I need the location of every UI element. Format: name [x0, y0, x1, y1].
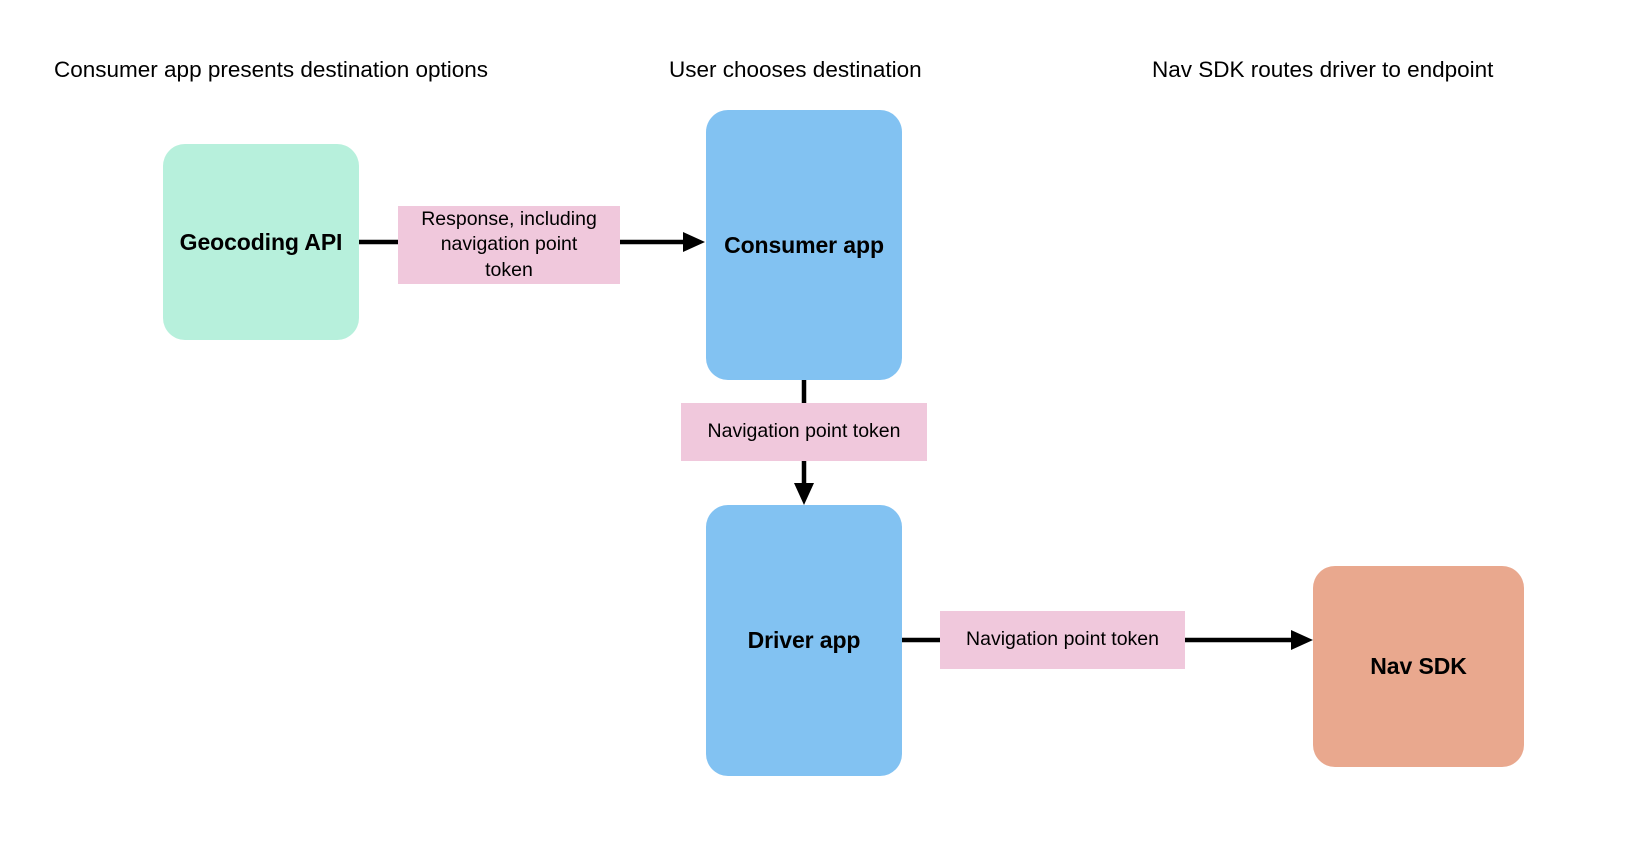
node-driver-app-label: Driver app — [747, 627, 861, 653]
node-consumer-app[interactable]: Consumer app — [706, 110, 902, 380]
edge-label-navigation-point-token-middle-text: Navigation point token — [707, 420, 901, 443]
column-header-consumer: Consumer app presents destination option… — [54, 57, 489, 82]
node-driver-app[interactable]: Driver app — [706, 505, 902, 776]
column-header-navsdk: Nav SDK routes driver to endpoint — [1152, 57, 1494, 82]
node-nav-sdk-label: Nav SDK — [1370, 653, 1467, 679]
node-consumer-app-label: Consumer app — [724, 231, 884, 258]
edge-label-navigation-point-token-middle: Navigation point token — [681, 403, 927, 461]
node-nav-sdk[interactable]: Nav SDK — [1313, 566, 1524, 767]
edge-label-navigation-point-token-right: Navigation point token — [940, 611, 1185, 669]
node-geocoding-api[interactable]: Geocoding API — [163, 144, 359, 340]
node-geocoding-api-label: Geocoding API — [179, 228, 343, 255]
column-header-user: User chooses destination — [669, 57, 922, 82]
edge-label-navigation-point-token-right-text: Navigation point token — [966, 628, 1159, 651]
